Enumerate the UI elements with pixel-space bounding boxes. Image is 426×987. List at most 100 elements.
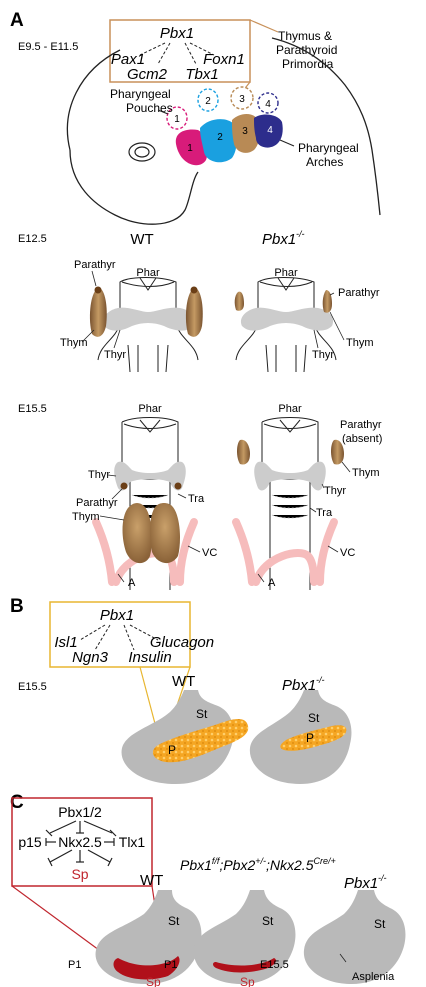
e15-wt-thym: Thym [72,511,100,523]
target-tbx1: Tbx1 [185,66,218,83]
b-mut-p: P [306,731,314,745]
c-mut-gene: Pbx1 [344,875,378,892]
e15-wt-vessel-right [180,522,194,582]
arch-3-number: 3 [242,126,248,137]
e12-wt-parathyroid-right [191,287,198,294]
c-box-p15: p15 [18,834,42,850]
e15-mut-aortic-arch [256,553,314,582]
e15-mut-tra: Tra [316,507,333,519]
e12-mut-thym: Thym [346,337,374,349]
c-cko-sp: Sp [240,975,255,987]
e15-wt-thyr: Thyr [88,469,110,481]
e15-mut-vc: VC [340,547,355,559]
panel-c: C Pbx1/2 p15 Nkx2.5 Tlx1 Sp WT Pbx1f/f;P… [10,792,405,987]
e15-wt-tra: Tra [188,493,205,505]
e15-wt-a: A [128,577,136,589]
box-gene-pbx1: Pbx1 [160,25,194,42]
target-insulin: Insulin [128,649,171,666]
panel-b-label: B [10,596,24,617]
c-box-nkx25: Nkx2.5 [58,834,102,850]
c-cko-sup2: +/- [255,856,266,866]
stage-e12-5-label: E12.5 [18,233,47,245]
e12-mut-thymus-left [235,292,244,311]
c-cko-st: St [262,914,274,928]
embryo-face-outline [70,150,198,224]
e12-wt-thymus-left [90,288,107,337]
e12-wt-label: WT [130,231,153,248]
thymus-primordia-label-1: Thymus & [278,29,332,43]
e15-mut-a: A [268,577,276,589]
e15-wt-phar: Phar [138,403,162,415]
e15-mut-absent: (absent) [342,433,382,445]
thymus-primordia-label-2: Parathyroid [276,43,337,57]
c-box-sp: Sp [71,866,88,882]
pouch-1-number: 1 [174,114,180,125]
b-wt-p: P [168,743,176,757]
c-box-tlx1: Tlx1 [119,834,146,850]
e12-wt-parathyroid-left [95,287,102,294]
e12-mut-thymus-right [323,290,332,313]
thymus-primordia-label-3: Primordia [282,57,334,71]
e15-wt-vessel-left [96,522,112,582]
c-cko-part3: ;Nkx2.5 [266,857,314,873]
c-wt-p1: P1 [68,959,81,971]
b-mut-st: St [308,711,320,725]
e12-mut-thyr: Thyr [312,349,334,361]
arch-1-number: 1 [187,143,193,154]
e12-mut-phar: Phar [274,267,298,279]
c-cko-part1: Pbx1 [180,857,212,873]
e12-mut-gene: Pbx1 [262,231,296,248]
panel-b: B E15.5 Pbx1 Isl1 Ngn3 Insulin Glucagon … [10,596,351,784]
arches-label-1: Pharyngeal [298,141,359,155]
c-cko-label: Pbx1f/f;Pbx2+/-;Nkx2.5Cre/+ [180,856,336,873]
e15-mut-phar: Phar [278,403,302,415]
e15-mut-thym: Thym [352,467,380,479]
arch-2-number: 2 [217,132,223,143]
e15-wt-parathyroid-right [175,483,182,490]
c-wt-label: WT [140,872,163,889]
e12-wt-phar: Phar [136,267,160,279]
stage-e15-5-label: E15.5 [18,403,47,415]
e12-wt-parathyr: Parathyr [74,259,116,271]
target-gcm2: Gcm2 [127,66,168,83]
c-cko-sup3: Cre/+ [313,856,335,866]
e12-wt-thym: Thym [60,337,88,349]
stage-e9-11-label: E9.5 - E11.5 [18,41,78,53]
e15-mut-thyr: Thyr [324,485,346,497]
e15-mut-thyroid [254,462,326,491]
pouches-label-1: Pharyngeal [110,87,171,101]
c-mut-e155: E15.5 [260,959,289,971]
arches-label-2: Arches [306,155,343,169]
eye [129,143,155,161]
e15-mut-thymus-left [237,440,250,465]
c-wt-sp: Sp [146,975,161,987]
c-mut-stomach [304,890,406,984]
c-box-pbx12: Pbx1/2 [58,804,102,820]
pouch-4-number: 4 [265,99,271,110]
e15-wt-parathyroid-left [121,483,128,490]
panel-a-label: A [10,10,24,31]
b-wt-label: WT [172,673,195,690]
e15-mut-vessel-left [236,522,252,582]
e15-mut-parathyr: Parathyr [340,419,382,431]
c-wt-st: St [168,914,180,928]
target-ngn3: Ngn3 [72,649,109,666]
e15-mut-pharynx [236,418,344,591]
e12-wt-thyr: Thyr [104,349,126,361]
e12-mut-parathyr: Parathyr [338,287,380,299]
c-mut-st: St [374,917,386,931]
e15-wt-parathyr: Parathyr [76,497,118,509]
target-glucagon: Glucagon [150,634,214,651]
c-cko-p1: P1 [164,959,177,971]
b-mut-sup: -/- [316,675,325,685]
e12-mut-sup: -/- [296,229,305,239]
e12-wt-thyroid [103,308,195,331]
e15-wt-thymus-left [123,503,152,563]
pouch-2-number: 2 [205,96,211,107]
e12-wt-thymus-right [186,288,203,337]
stage-e15-5-b-label: E15.5 [18,681,47,693]
e15-wt-thymus-right [150,503,180,563]
pouch-3-number: 3 [239,94,245,105]
e15-mut-vessel-right [320,522,334,582]
